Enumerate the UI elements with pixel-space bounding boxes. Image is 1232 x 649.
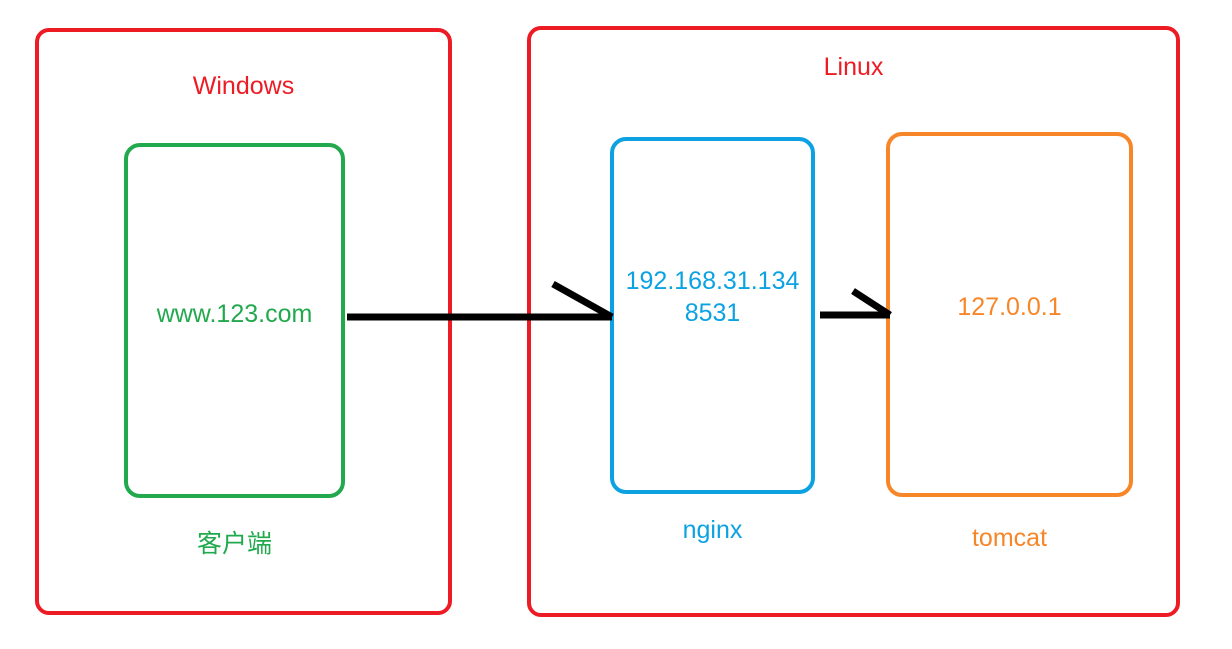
- node-caption-client: 客户端: [196, 530, 272, 558]
- node-address-nginx-ip: 192.168.31.134: [625, 267, 800, 295]
- node-caption-tomcat: tomcat: [971, 524, 1048, 552]
- host-box-linux: [527, 26, 1180, 617]
- node-caption-nginx: nginx: [682, 516, 743, 544]
- host-title-windows: Windows: [192, 72, 295, 100]
- node-box-client: [124, 143, 345, 498]
- node-address-client: www.123.com: [156, 300, 313, 328]
- node-address-nginx: 192.168.31.134 8531: [600, 265, 825, 329]
- node-address-nginx-port: 8531: [684, 299, 741, 327]
- node-address-tomcat: 127.0.0.1: [957, 293, 1062, 321]
- host-title-linux: Linux: [823, 53, 884, 81]
- host-box-windows: [35, 28, 452, 615]
